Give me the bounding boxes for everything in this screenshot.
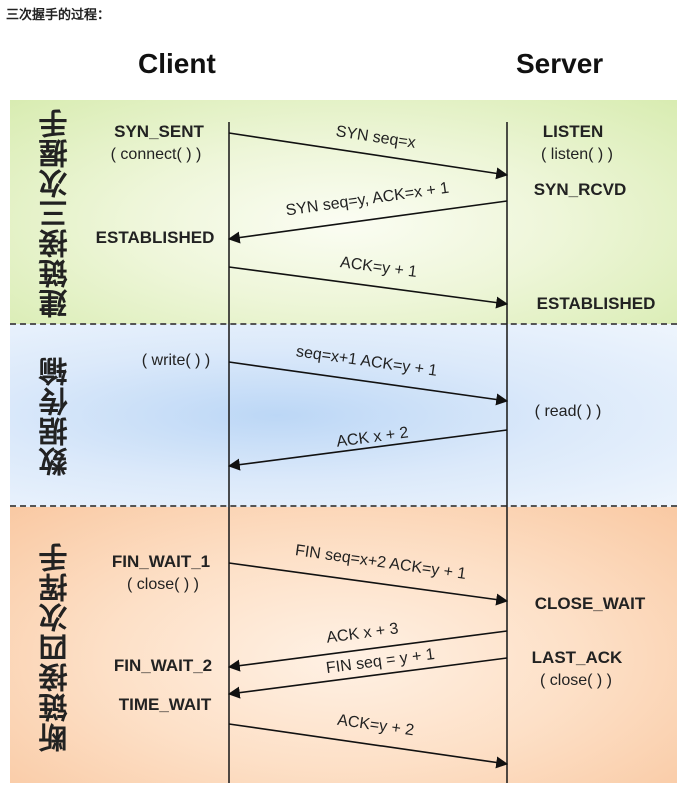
message-label-ack: ACK=y + 1 — [339, 254, 418, 281]
client-call-write: ( write( ) ) — [141, 352, 211, 369]
client-call-close: ( close( ) ) — [127, 576, 199, 593]
client-state-fin-wait-1: FIN_WAIT_1 — [111, 552, 211, 571]
message-label-fin-client: FIN seq=x+2 ACK=y + 1 — [294, 542, 467, 583]
phase-divider — [10, 323, 677, 325]
client-state-established: ESTABLISHED — [95, 228, 215, 247]
client-call-connect: ( connect( ) ) — [110, 146, 202, 163]
server-state-close-wait: CLOSE_WAIT — [534, 594, 646, 613]
teardown-phase-band — [10, 507, 677, 783]
server-state-syn-rcvd: SYN_RCVD — [533, 180, 627, 199]
server-state-established: ESTABLISHED — [536, 294, 656, 313]
message-arrow — [227, 630, 508, 672]
client-state-fin-wait-2: FIN_WAIT_2 — [113, 656, 213, 675]
message-arrow — [227, 657, 508, 699]
message-arrow — [228, 132, 509, 180]
message-label-syn-ack: SYN seq=y, ACK=x + 1 — [285, 180, 451, 220]
server-state-listen: LISTEN — [542, 122, 604, 141]
handshake-phase-band — [10, 100, 677, 324]
server-header: Server — [516, 48, 604, 79]
message-arrow — [228, 361, 509, 406]
page-caption: 三次握手的过程： — [6, 8, 111, 23]
message-label-syn: SYN seq=x — [335, 123, 417, 152]
message-arrow — [228, 723, 509, 769]
data-transfer-phase-band — [10, 324, 677, 507]
message-arrow — [227, 429, 508, 471]
message-label-final-ack: ACK=y + 2 — [336, 712, 415, 740]
server-call-read: ( read( ) ) — [534, 403, 602, 420]
message-label-fin-ack: ACK x + 3 — [325, 620, 399, 646]
message-arrow — [227, 200, 508, 244]
server-call-listen: ( listen( ) ) — [541, 146, 613, 163]
message-arrow — [228, 562, 509, 606]
server-state-last-ack: LAST_ACK — [531, 648, 623, 667]
client-header: Client — [138, 48, 216, 79]
phase-divider — [10, 505, 677, 507]
message-label-fin-server: FIN seq = y + 1 — [325, 646, 436, 677]
message-arrow — [228, 266, 509, 309]
client-state-syn-sent: SYN_SENT — [114, 122, 204, 141]
client-state-time-wait: TIME_WAIT — [118, 695, 212, 714]
server-call-close: ( close( ) ) — [540, 672, 612, 689]
